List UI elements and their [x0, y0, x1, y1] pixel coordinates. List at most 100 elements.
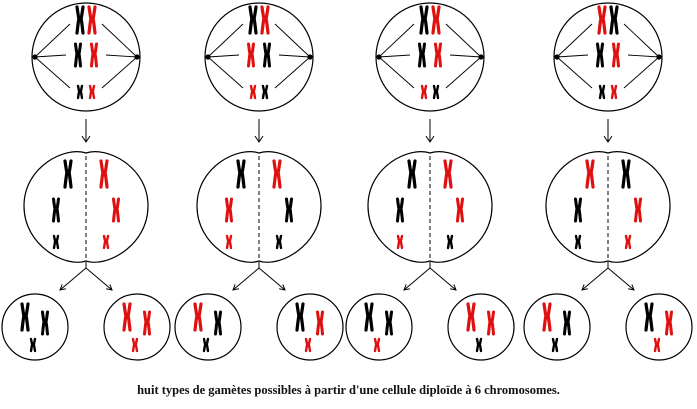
- arrow-down-icon: [603, 119, 613, 143]
- metaphase-cell: [375, 2, 485, 112]
- chromosome-medium-black: [52, 197, 60, 223]
- chromosome-medium-black: [574, 197, 582, 223]
- chromosome-large-red: [585, 159, 595, 189]
- gamete-2: [103, 293, 171, 361]
- spindle: [556, 23, 660, 89]
- centrosome-right: [134, 54, 140, 60]
- dividing-cell: [23, 151, 149, 263]
- centrosome-left: [32, 54, 38, 60]
- chromosome-large-black: [419, 5, 429, 35]
- chromosome-small-black: [261, 84, 269, 100]
- gamete-2: [625, 293, 693, 361]
- chromosome-large-red: [431, 5, 441, 35]
- centrosome-left: [376, 54, 382, 60]
- gamete-1: [345, 293, 413, 361]
- gamete-membrane: [523, 293, 591, 361]
- split-arrow-icon: [232, 262, 286, 291]
- centrosome-right: [656, 54, 662, 60]
- column-2: [174, 2, 344, 361]
- chromosome-medium-red: [487, 310, 495, 336]
- column-4: [523, 2, 693, 361]
- metaphase-cell: [553, 2, 663, 112]
- chromosome-medium-black: [596, 42, 604, 68]
- chromosome-small-red: [420, 84, 428, 100]
- chromosome-large-black: [621, 159, 631, 189]
- chromosome-medium-red: [247, 42, 255, 68]
- gamete-membrane: [447, 293, 515, 361]
- cell-membrane: [204, 2, 314, 112]
- chromosome-large-black: [75, 5, 85, 35]
- chromosome-medium-black: [563, 310, 571, 336]
- gamete-membrane: [625, 293, 693, 361]
- chromosome-small-black: [52, 234, 60, 250]
- chromosome-medium-red: [90, 42, 98, 68]
- spindle: [207, 23, 311, 89]
- dividing-cell: [367, 151, 493, 263]
- chromosome-small-black: [574, 234, 582, 250]
- chromosome-small-red: [304, 337, 312, 353]
- chromosome-large-red: [272, 159, 282, 189]
- gamete-1: [174, 293, 242, 361]
- dividing-cell: [196, 151, 322, 263]
- gamete-membrane: [103, 293, 171, 361]
- chromosome-small-red: [396, 234, 404, 250]
- chromosome-large-red: [466, 302, 476, 332]
- chromosome-medium-red: [225, 197, 233, 223]
- chromosome-medium-red: [316, 310, 324, 336]
- chromosome-medium-red: [112, 197, 120, 223]
- cell-membrane: [196, 151, 322, 263]
- chromosome-small-red: [131, 337, 139, 353]
- gamete-membrane: [345, 293, 413, 361]
- column-3: [345, 2, 515, 361]
- cell-membrane: [31, 2, 141, 112]
- chromosome-small-black: [475, 337, 483, 353]
- chromosome-medium-black: [396, 197, 404, 223]
- chromosome-medium-black: [285, 197, 293, 223]
- chromosome-medium-red: [665, 310, 673, 336]
- chromosome-large-black: [644, 302, 654, 332]
- chromosome-small-red: [102, 234, 110, 250]
- chromosome-large-red: [443, 159, 453, 189]
- chromosome-small-red: [373, 337, 381, 353]
- caption: huit types de gamètes possibles à partir…: [137, 383, 560, 397]
- chromosome-small-red: [610, 84, 618, 100]
- split-arrow-icon: [403, 262, 457, 291]
- chromosome-large-red: [260, 5, 270, 35]
- metaphase-cell: [204, 2, 314, 112]
- chromosome-medium-black: [214, 310, 222, 336]
- chromosome-small-red: [249, 84, 257, 100]
- chromosome-medium-black: [385, 310, 393, 336]
- chromosome-medium-red: [434, 42, 442, 68]
- column-1: [1, 2, 171, 361]
- gamete-membrane: [276, 293, 344, 361]
- metaphase-cell: [31, 2, 141, 112]
- chromosome-large-black: [63, 159, 73, 189]
- centrosome-right: [307, 54, 313, 60]
- chromosome-large-black: [609, 5, 619, 35]
- chromosome-large-black: [248, 5, 258, 35]
- chromosome-medium-red: [634, 197, 642, 223]
- chromosome-small-black: [598, 84, 606, 100]
- chromosome-large-red: [87, 5, 97, 35]
- gamete-1: [523, 293, 591, 361]
- cell-membrane: [23, 151, 149, 263]
- split-arrow-icon: [59, 262, 113, 291]
- chromosome-large-red: [597, 5, 607, 35]
- cell-membrane: [553, 2, 663, 112]
- chromosome-large-black: [407, 159, 417, 189]
- gamete-2: [447, 293, 515, 361]
- chromosome-medium-red: [456, 197, 464, 223]
- chromosome-large-red: [99, 159, 109, 189]
- chromosome-small-red: [624, 234, 632, 250]
- gamete-membrane: [1, 293, 69, 361]
- arrow-down-icon: [254, 119, 264, 143]
- arrow-down-icon: [425, 119, 435, 143]
- cell-membrane: [375, 2, 485, 112]
- chromosome-small-black: [29, 337, 37, 353]
- dividing-cell: [545, 151, 671, 263]
- chromosome-small-red: [653, 337, 661, 353]
- chromosome-small-black: [275, 234, 283, 250]
- chromosome-large-red: [542, 302, 552, 332]
- chromosome-medium-black: [74, 42, 82, 68]
